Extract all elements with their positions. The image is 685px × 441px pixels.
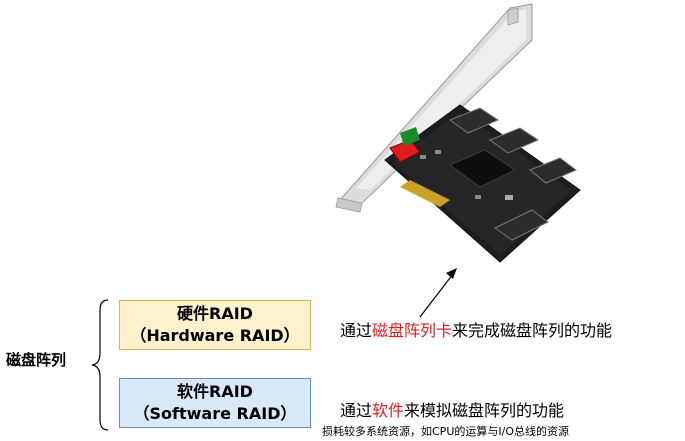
raid-card-illustration <box>335 3 581 263</box>
software-description: 通过软件来模拟磁盘阵列的功能 <box>340 397 564 421</box>
software-note: 损耗较多系统资源，如CPU的运算与I/O总线的资源 <box>322 425 569 438</box>
hardware-raid-subtitle: （Hardware RAID） <box>130 326 300 345</box>
red-connector <box>389 127 421 163</box>
arrow-to-card <box>419 268 457 318</box>
root-label: 磁盘阵列 <box>6 351 67 369</box>
software-desc-highlight: 软件 <box>372 401 405 420</box>
hardware-raid-box: 硬件RAID （Hardware RAID） <box>119 300 311 350</box>
software-desc-prefix: 通过 <box>340 401 373 420</box>
hardware-description: 通过磁盘阵列卡来完成磁盘阵列的功能 <box>340 317 612 341</box>
software-raid-subtitle: （Software RAID） <box>133 404 297 423</box>
software-raid-box: 软件RAID （Software RAID） <box>119 378 311 428</box>
software-desc-suffix: 来模拟磁盘阵列的功能 <box>404 401 565 420</box>
hardware-desc-highlight: 磁盘阵列卡 <box>372 321 453 340</box>
curly-brace <box>91 299 109 431</box>
pcb-board <box>384 104 581 263</box>
hardware-raid-title: 硬件RAID <box>177 304 253 323</box>
hardware-desc-prefix: 通过 <box>340 321 373 340</box>
hardware-desc-suffix: 来完成磁盘阵列的功能 <box>452 321 613 340</box>
software-raid-title: 软件RAID <box>177 382 253 401</box>
